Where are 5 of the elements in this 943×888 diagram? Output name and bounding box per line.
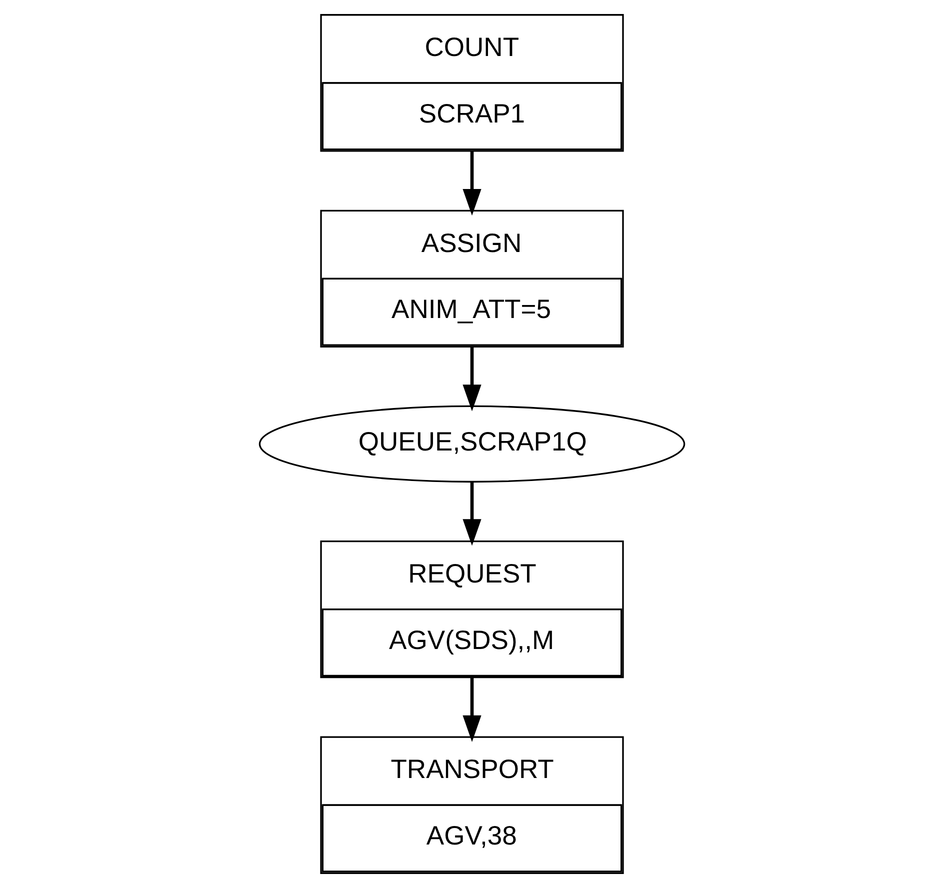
arrow xyxy=(462,346,481,412)
arrow xyxy=(462,678,481,742)
arrow xyxy=(462,482,481,546)
arrow xyxy=(462,151,481,216)
node-ellipse: QUEUE,SCRAP1Q xyxy=(258,405,685,483)
